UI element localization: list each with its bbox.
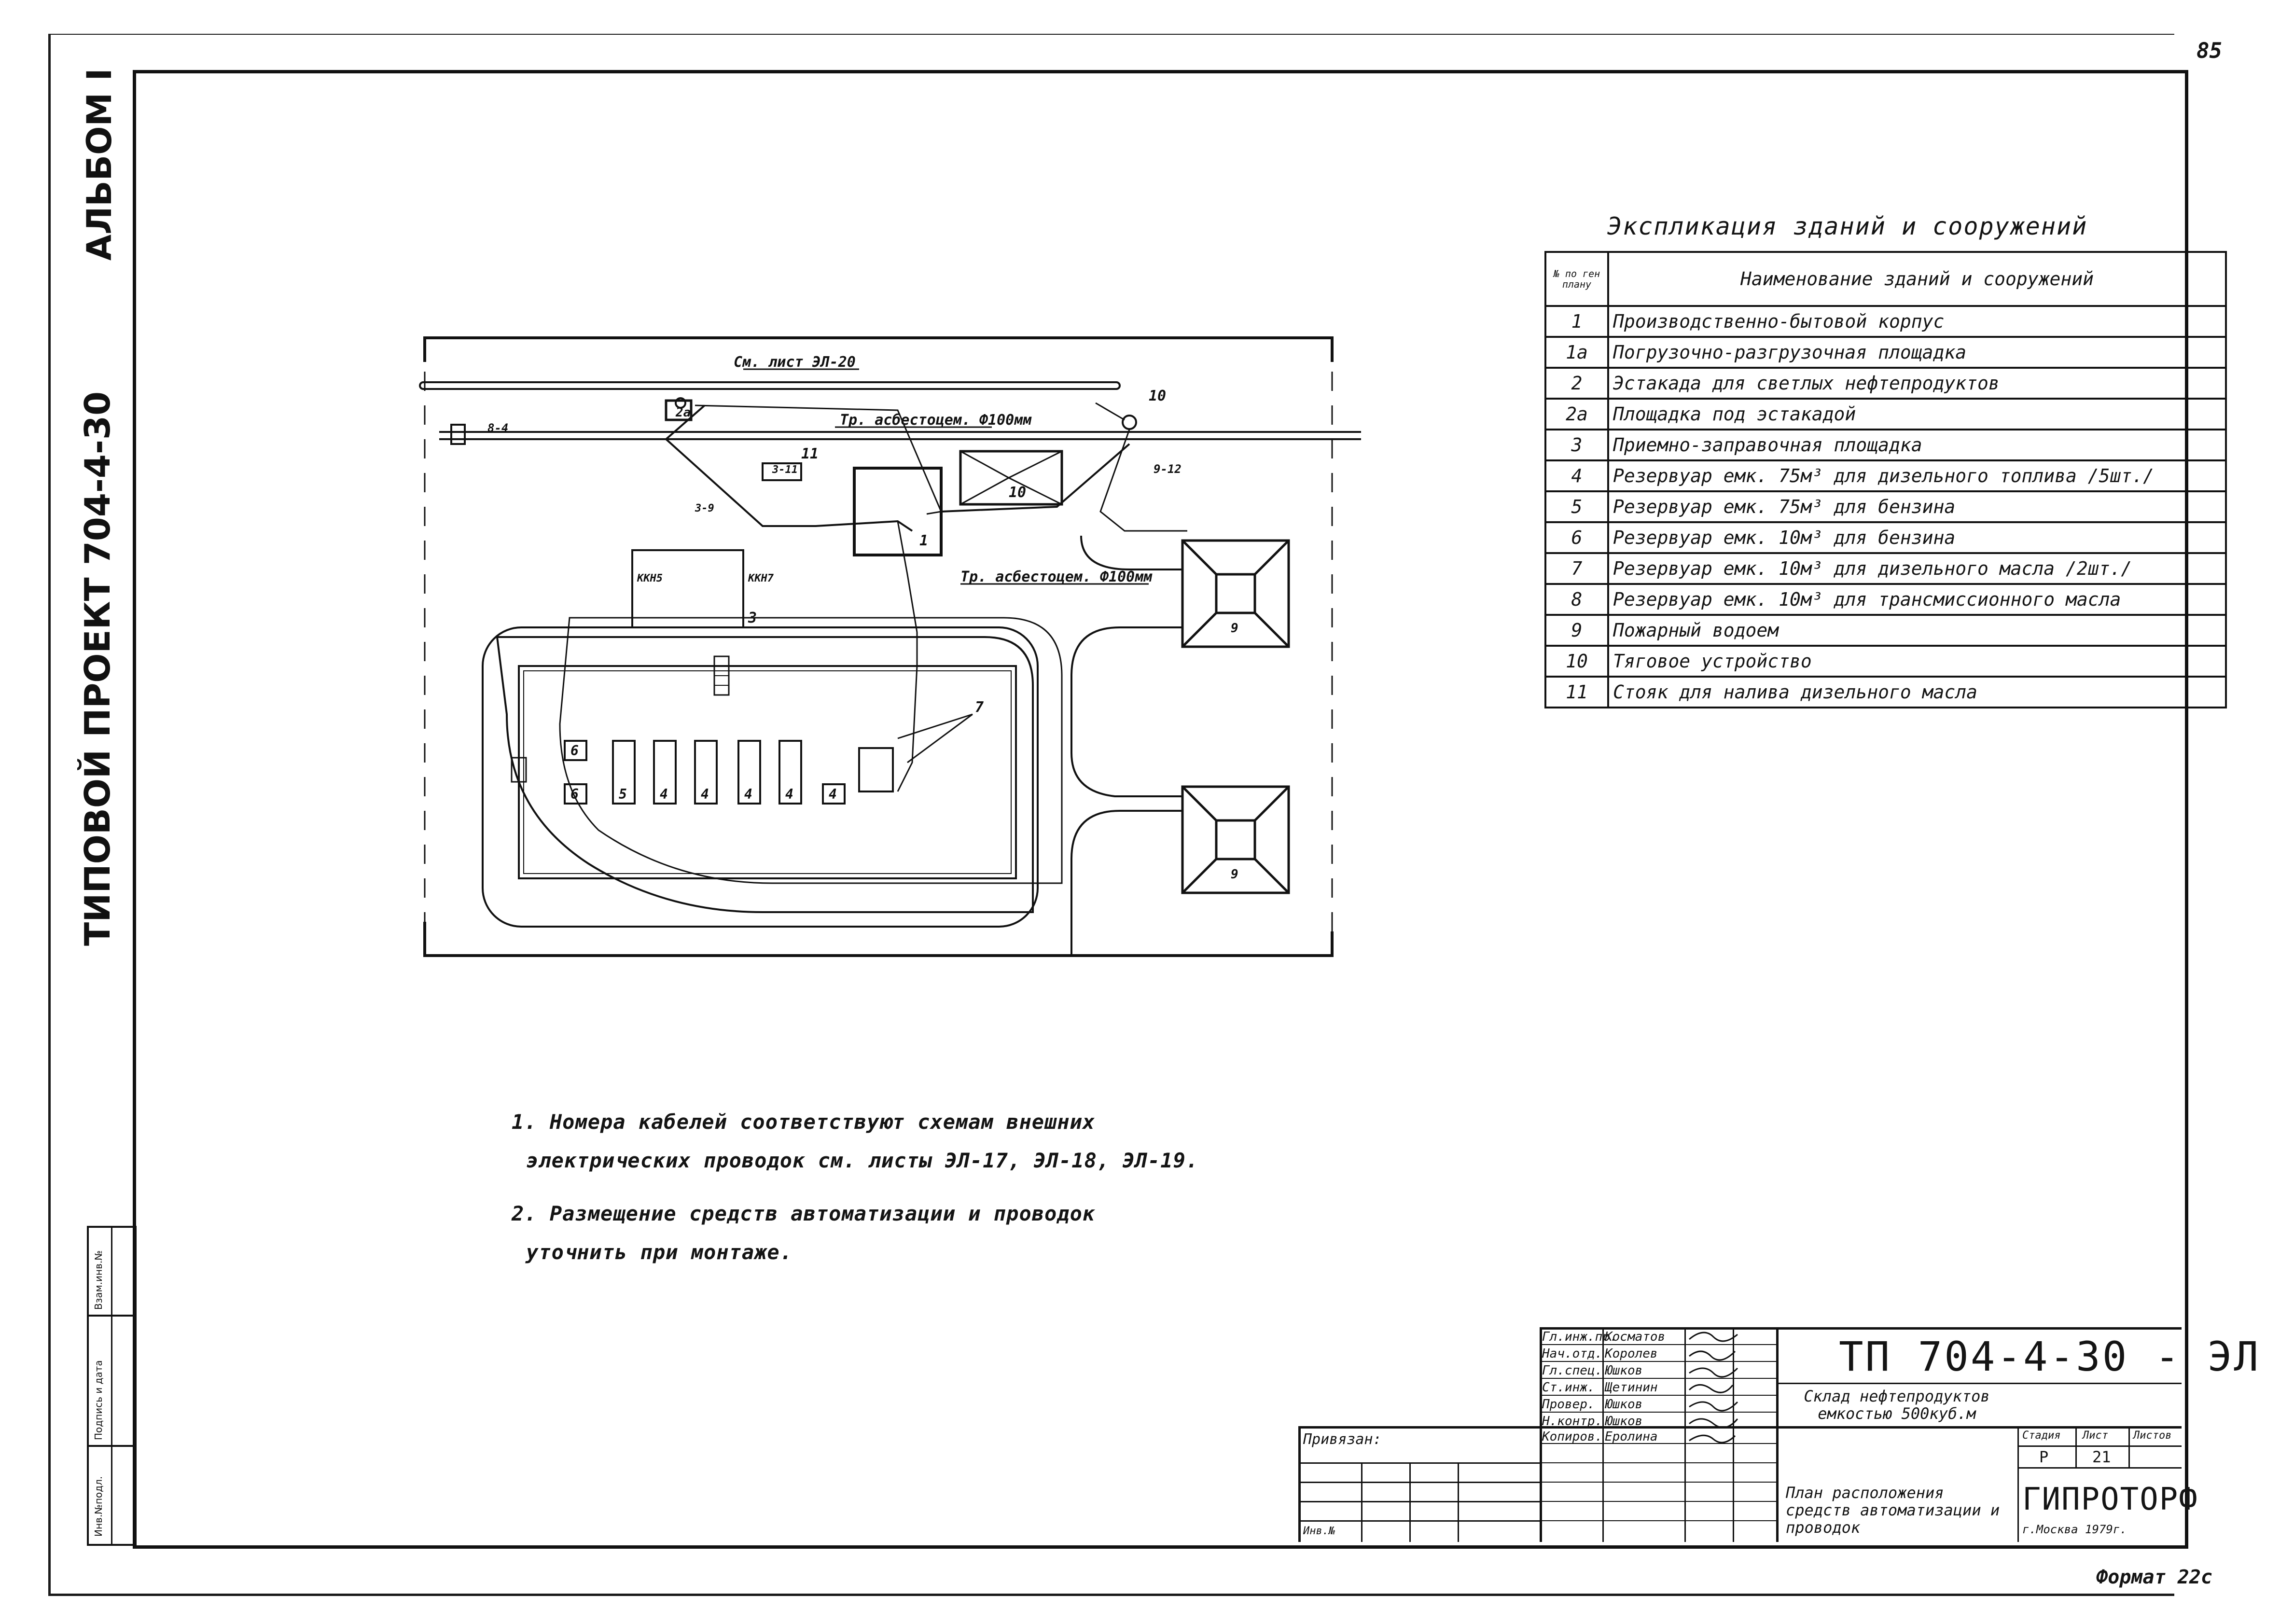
name-7: Еролина [1605,1430,1658,1444]
role-1: Гл.инж.пр. [1542,1330,1618,1344]
note-2-line-2: уточнить при монтаже. [526,1240,793,1264]
album-label: АЛЬБОМ I [80,68,119,261]
site-plan: См. лист ЭЛ-20 Тр. асбестоцем. Ф100мм Тр… [419,336,1361,957]
inv-label: Инв.№ [1303,1525,1335,1537]
role-4: Ст.инж. [1542,1380,1595,1395]
sheet-number: 85 [2197,39,2222,63]
cable-8-4: 8-4 [487,421,508,435]
role-6: Н.контр. [1542,1414,1603,1429]
label-11: 11 [801,445,819,462]
cable-3-11: 3-11 [772,464,798,476]
name-1: Косматов [1605,1330,1666,1344]
tank-5: 5 [619,786,627,802]
name-5: Юшков [1605,1397,1643,1412]
tank-4c: 4 [744,786,752,802]
role-7: Копиров. [1542,1430,1603,1444]
outer-frame [48,34,2174,1596]
sheet-title: План расположения средств автоматизации … [1786,1484,2000,1537]
callout-10: 10 [1149,388,1166,404]
stamp-inv: Инв.№подл. [93,1476,104,1537]
name-2: Королев [1605,1346,1658,1361]
ref-sheet-label: См. лист ЭЛ-20 [734,354,856,371]
drawing-code: ТП 704-4-30 - ЭЛ [1839,1333,2261,1380]
label-3: 3 [748,610,757,626]
label-2a: 2а [675,405,691,420]
stage-header: Стадия [2022,1430,2061,1442]
stamp-sign: Подпись и дата [93,1360,104,1440]
sheet-value: 21 [2092,1448,2111,1466]
note-1-line-1: 1. Номера кабелей соответствуют схемам в… [512,1110,1096,1134]
pond-9-label: 9 [1231,621,1238,636]
role-3: Гл.спец. [1542,1363,1603,1378]
legend-table: № по ген плану Наименование зданий и соо… [1544,251,2227,708]
label-1: 1 [919,532,928,549]
legend-title: Экспликация зданий и сооружений [1607,212,2088,240]
inner-frame [133,70,2188,1549]
format-label: Формат 22с [2096,1566,2212,1588]
note-1-line-2: электрических проводок см. листы ЭЛ-17, … [526,1149,1199,1172]
note-2-line-1: 2. Размещение средств автоматизации и пр… [512,1202,1096,1225]
cable-kkn5: ККН5 [637,572,663,584]
sheet-header: Лист [2083,1430,2108,1442]
pond-9b-label: 9 [1231,867,1238,882]
tank-4e: 4 [829,786,837,802]
cable-9-12: 9-12 [1154,462,1182,476]
sheets-header: Листов [2133,1430,2172,1442]
org-name: ГИПРОТОРФ [2022,1482,2198,1517]
label-10: 10 [1009,484,1026,501]
object-name: Склад нефтепродуктов емкостью 500куб.м [1804,1387,1990,1423]
cable-kkn7: ККН7 [748,572,774,584]
name-6: Юшков [1605,1414,1643,1429]
name-3: Юшков [1605,1363,1643,1378]
role-2: Нач.отд. [1542,1346,1603,1361]
side-stamp: Инв.№подл. Подпись и дата Взам.инв.№ [87,1226,137,1546]
role-5: Провер. [1542,1397,1595,1412]
legend-header-num: № по ген плану [1544,251,1609,307]
legend-header-name: Наименование зданий и сооружений [1607,251,2227,307]
title-block: Привязан: Инв.№ Гл.инж.пр. Косматов Нач.… [1298,1327,2258,1542]
tank-4a: 4 [660,786,668,802]
pipe-label-1: Тр. асбестоцем. Ф100мм [840,412,1032,429]
stage-value: Р [2039,1448,2049,1466]
tank-4d: 4 [785,786,793,802]
stamp-replace: Взам.инв.№ [93,1250,104,1310]
tank-6-top: 6 [570,743,579,759]
privyazan-label: Привязан: [1303,1431,1382,1448]
project-label: ТИПОВОЙ ПРОЕКТ 704-4-30 [77,391,118,946]
callout-7: 7 [975,699,984,716]
pipe-label-2: Тр. асбестоцем. Ф100мм [960,569,1153,585]
cable-3-9: 3-9 [695,502,714,514]
name-4: Щетинин [1605,1380,1658,1395]
tank-4b: 4 [701,786,709,802]
city-year: г.Москва 1979г. [2022,1523,2127,1536]
signatures [1688,1332,1738,1444]
tank-6-bottom: 6 [570,786,579,802]
